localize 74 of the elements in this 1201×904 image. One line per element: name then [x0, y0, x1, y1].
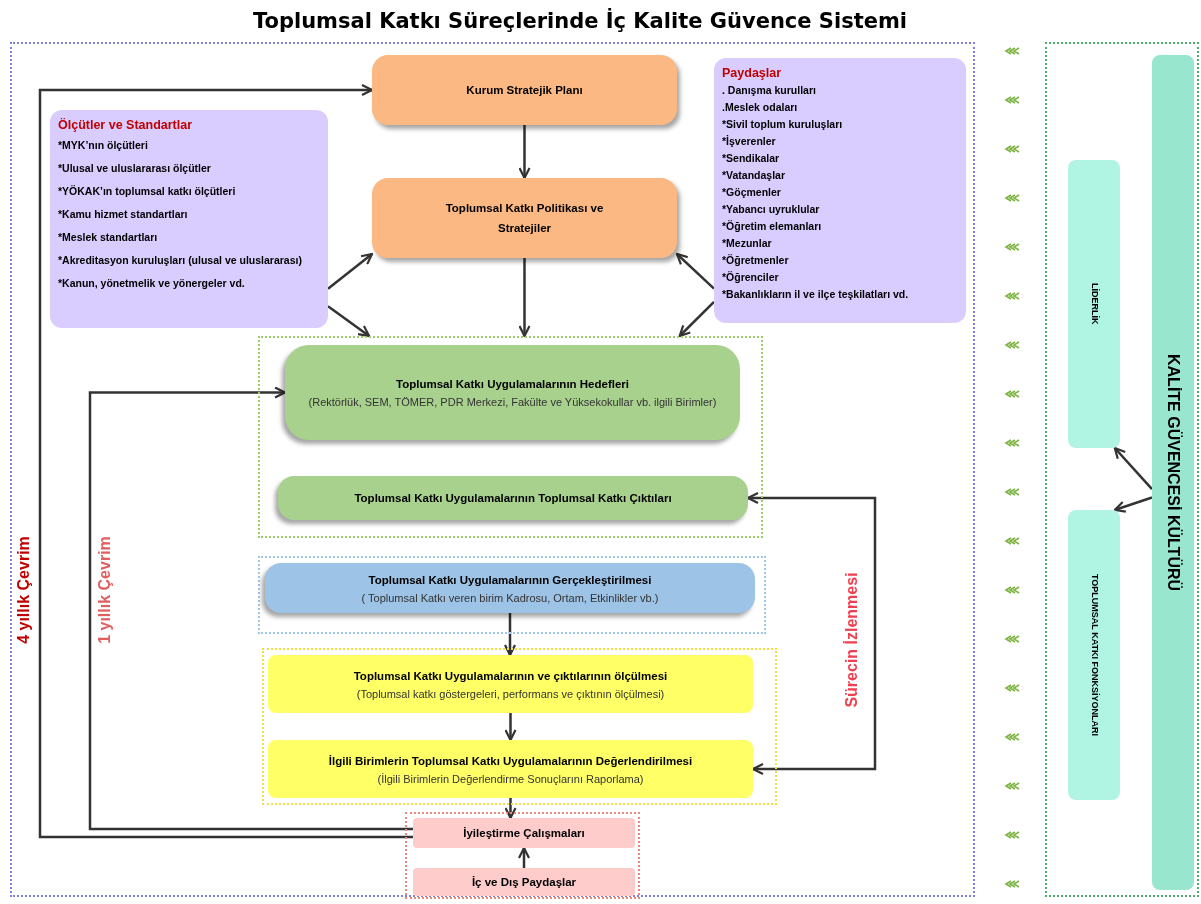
list-item: *Vatandaşlar [722, 168, 787, 183]
group-frame [10, 42, 975, 897]
panel-heading: Paydaşlar [722, 65, 783, 82]
list-item: *Bakanlıkların il ve ilçe teşkilatları vd. [722, 287, 910, 302]
list-item: *Göçmenler [722, 185, 782, 200]
box-subtitle: (Rektörlük, SEM, TÖMER, PDR Merkezi, Fakülte ve Yüksekokullar vb. ilgili Birimler) [308, 395, 717, 410]
list-item: *Öğrenciler [722, 270, 780, 285]
process-box [372, 178, 677, 258]
box-title: Toplumsal Katkı Politikası ve Stratejiler [444, 201, 605, 236]
list-item: *YÖKAK’ın toplumsal katkı ölçütleri [58, 184, 237, 199]
group-frame [262, 648, 777, 805]
vertical-bar [1152, 55, 1194, 890]
vertical-bar [1068, 160, 1120, 448]
arrow [504, 798, 517, 820]
list-item: *Mezunlar [722, 236, 773, 251]
arrow [327, 305, 371, 338]
list-item: *Kanun, yönetmelik ve yönergeler vd. [58, 276, 246, 291]
process-box [413, 818, 635, 848]
list-item: *Akreditasyon kuruluşları (ulusal ve uluslararası) [58, 253, 303, 268]
arrow [675, 252, 715, 290]
group-frame [258, 556, 766, 634]
box-title: Toplumsal Katkı Uygulamalarının Toplumsal Katkı Çıktıları [354, 491, 672, 506]
vertical-label: LİDERLİK [1088, 283, 1101, 325]
process-box [268, 740, 753, 798]
arrow [327, 252, 374, 290]
box-title: İyileştirme Çalışmaları [463, 826, 585, 841]
list-item: *Sivil toplum kuruluşları [722, 117, 844, 132]
info-panel [714, 58, 966, 323]
info-panel [50, 110, 328, 328]
box-title: Kurum Stratejik Planı [466, 83, 583, 98]
arrow [678, 300, 715, 338]
diagram-title: Toplumsal Katkı Süreçlerinde İç Kalite Güvence Sistemi [251, 7, 909, 35]
list-item: *Öğretim elemanları [722, 219, 823, 234]
group-frame [1045, 42, 1199, 897]
arrow [518, 125, 531, 180]
arrow [1113, 496, 1153, 513]
panel-heading: Ölçütler ve Standartlar [58, 117, 194, 134]
process-box [268, 655, 753, 713]
box-title: İlgili Birimlerin Toplumsal Katkı Uygulamalarının Değerlendirilmesi [328, 753, 693, 769]
list-item: *Meslek standartları [58, 230, 159, 245]
list-item: *Sendikalar [722, 151, 781, 166]
group-frame [258, 336, 763, 538]
list-item: *İşverenler [722, 134, 777, 149]
arrow [517, 846, 531, 868]
arrow [503, 613, 517, 657]
box-subtitle: (Toplumsal katkı göstergeleri, performans ve çıktının ölçülmesi) [356, 686, 665, 702]
box-title: Toplumsal Katkı Uygulamalarının Gerçekleştirilmesi [368, 572, 652, 588]
group-frame [405, 812, 640, 899]
box-title: İç ve Dış Paydaşlar [471, 875, 577, 890]
arrow [1113, 446, 1153, 491]
box-subtitle: (İlgili Birimlerin Değerlendirme Sonuçlarını Raporlama) [377, 771, 644, 787]
list-item: *Öğretmenler [722, 253, 790, 268]
box-title: Toplumsal Katkı Uygulamalarının Hedefleri [395, 377, 629, 392]
arrow [38, 83, 413, 839]
process-box [413, 868, 635, 896]
vertical-label: KALİTE GÜVENCESİ KÜLTÜRÜ [1164, 353, 1184, 591]
list-item: .Meslek odaları [722, 100, 799, 115]
box-subtitle: ( Toplumsal Katkı veren birim Kadrosu, Ortam, Etkinlikler vb.) [361, 590, 659, 606]
box-title: Toplumsal Katkı Uygulamalarının ve çıktılarının ölçülmesi [353, 668, 668, 684]
list-item: *Kamu hizmet standartları [58, 207, 189, 222]
vertical-label: TOPLUMSAL KATKI FONKSİYONLARI [1088, 574, 1101, 736]
list-item: *Ulusal ve uluslararası ölçütler [58, 161, 212, 176]
list-item: . Danışma kurulları [722, 83, 817, 98]
arrow [746, 491, 877, 776]
arrow [88, 386, 413, 831]
process-box [285, 345, 740, 440]
process-box [278, 476, 748, 520]
process-box [265, 563, 755, 613]
list-item: *MYK’nın ölçütleri [58, 138, 149, 153]
arrow [518, 258, 531, 338]
list-item: *Yabancı uyruklular [722, 202, 821, 217]
vertical-bar [1068, 510, 1120, 800]
arrow [504, 713, 517, 742]
process-box [372, 55, 677, 125]
